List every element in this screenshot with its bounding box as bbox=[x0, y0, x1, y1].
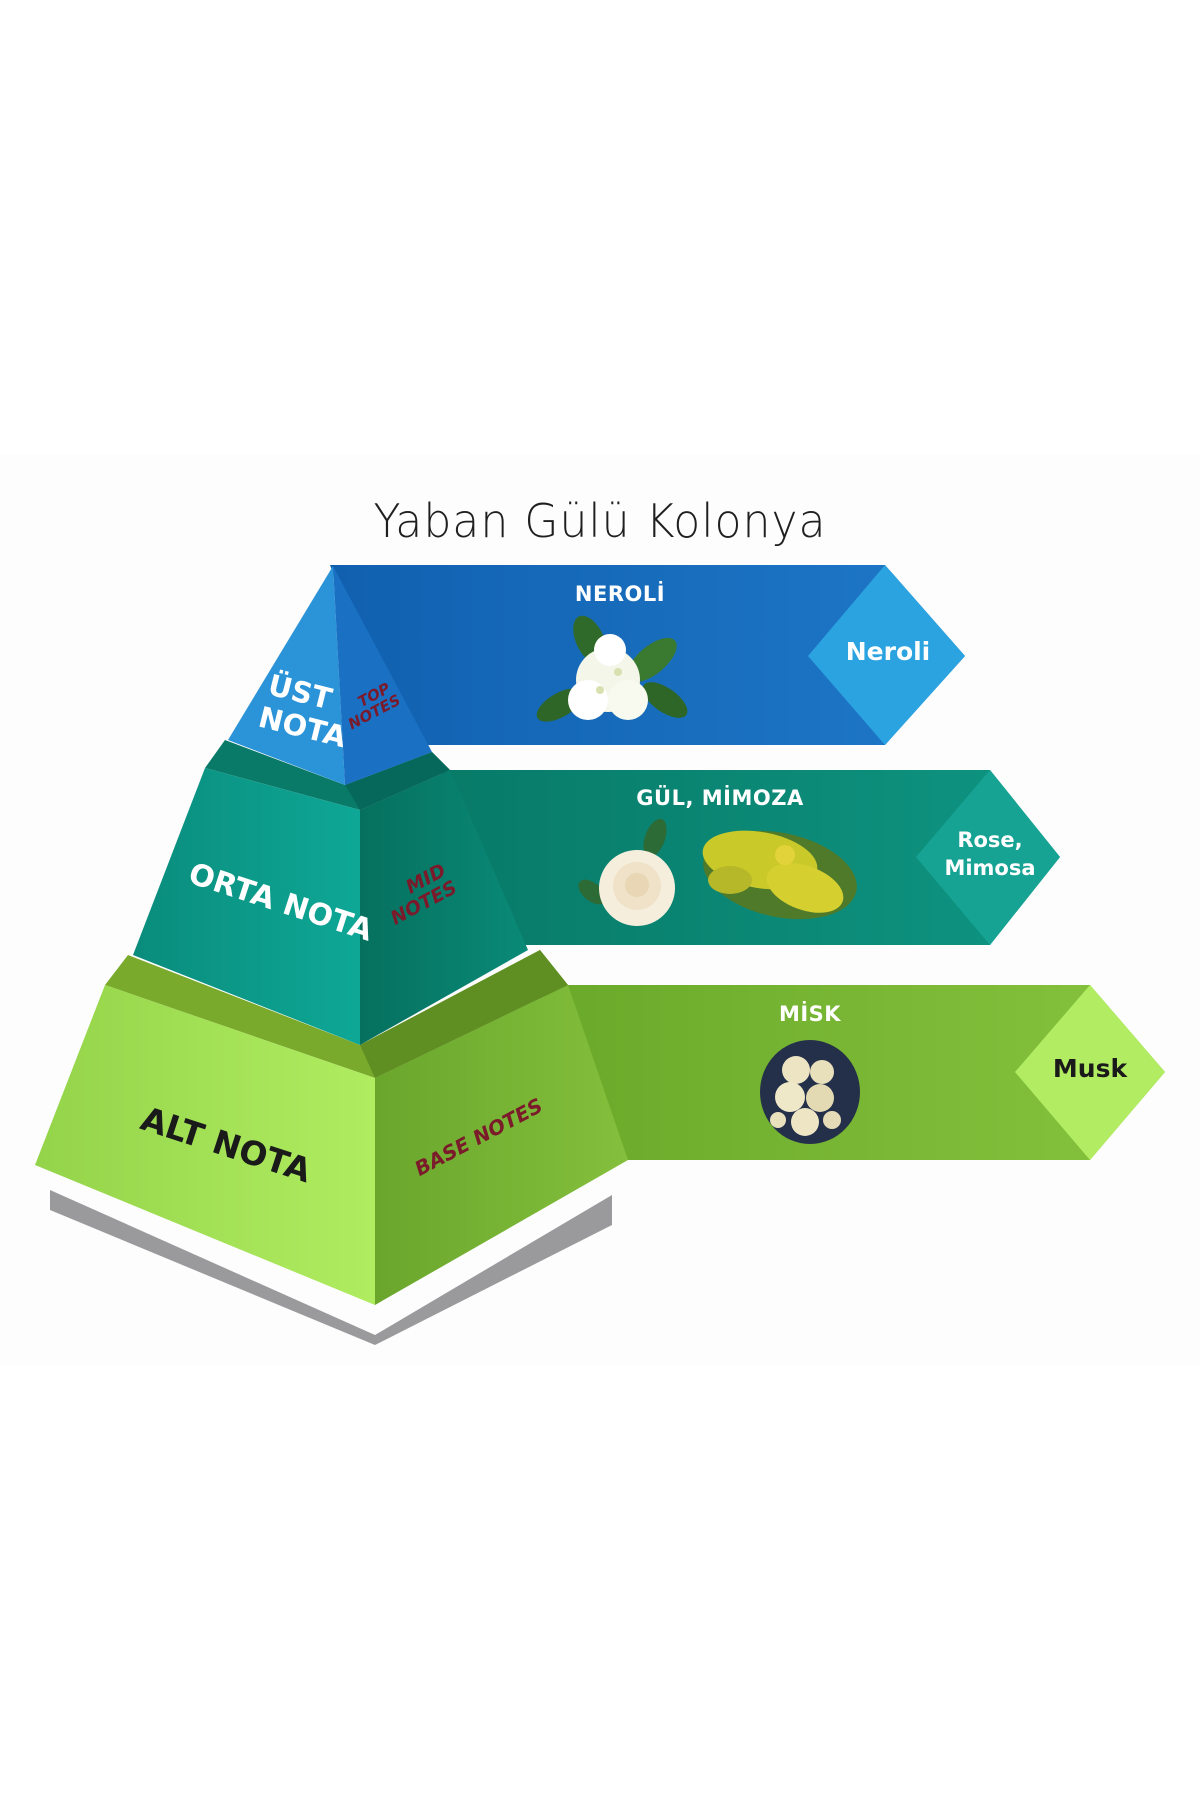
base-notes-diamond-label: Musk bbox=[1052, 1054, 1128, 1083]
top-notes-diamond bbox=[808, 565, 965, 745]
neroli-flower-image bbox=[536, 615, 688, 722]
mid-notes-diamond-label-line1: Rose, bbox=[957, 828, 1023, 852]
mid-notes-diamond bbox=[916, 770, 1060, 945]
musk-crystals-image bbox=[760, 1040, 860, 1144]
mid-notes-heading: GÜL, MİMOZA bbox=[636, 786, 804, 810]
mid-notes-diamond-label-line2: Mimosa bbox=[944, 856, 1036, 880]
mimosa-flower-image bbox=[702, 830, 857, 920]
pyramid-mid-tier bbox=[133, 740, 528, 1045]
pyramid-top-tier bbox=[228, 566, 432, 785]
page-title: Yaban Gülü Kolonya bbox=[373, 494, 827, 548]
rose-flower-image bbox=[578, 818, 675, 926]
pyramid-base-tier bbox=[35, 950, 628, 1345]
top-notes-heading: NEROLİ bbox=[574, 582, 666, 606]
base-notes-heading: MİSK bbox=[778, 1002, 842, 1026]
base-notes-diamond bbox=[1015, 985, 1165, 1160]
top-notes-diamond-label: Neroli bbox=[845, 637, 931, 666]
